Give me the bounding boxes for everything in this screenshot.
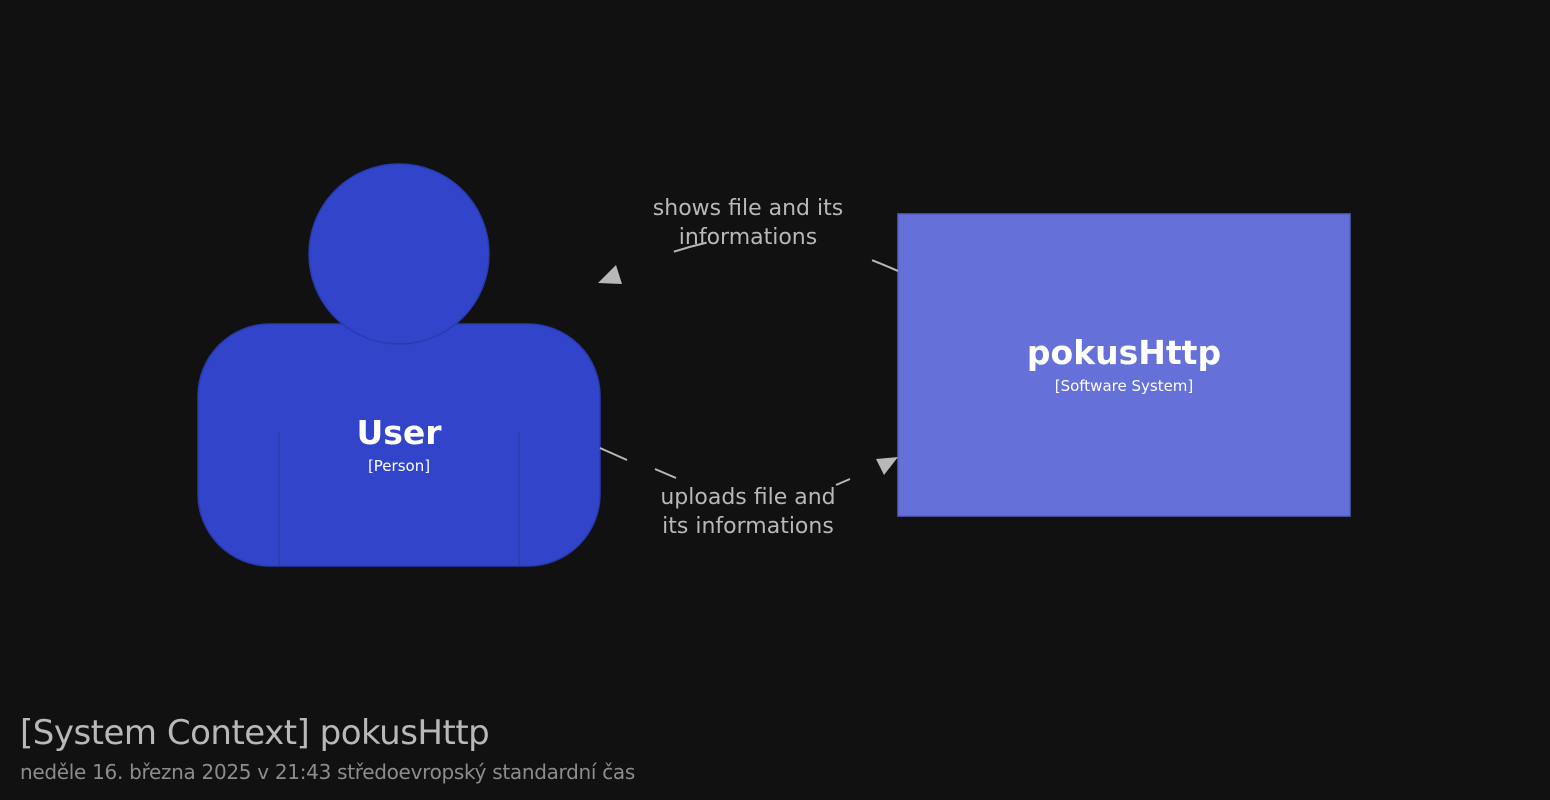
arrowhead-right-icon <box>876 457 898 475</box>
system-name: pokusHttp <box>1027 333 1221 372</box>
person-name: User <box>356 413 442 452</box>
edge-segment-1 <box>599 447 628 461</box>
edge-label-line2: its informations <box>662 514 834 539</box>
edge-segment-2 <box>654 468 677 479</box>
diagram-title: [System Context] pokusHttp <box>20 713 490 753</box>
arrowhead-left-icon <box>598 265 622 284</box>
software-system-pokushttp[interactable]: pokusHttp [Software System] <box>897 213 1351 517</box>
edge-label-line1: uploads file and <box>660 485 835 510</box>
person-type: [Person] <box>368 457 430 475</box>
person-head <box>308 163 490 345</box>
edge-segment-3 <box>835 478 851 486</box>
relationship-uploads-file[interactable]: uploads file and its informations <box>599 447 898 539</box>
edge-label-line1: shows file and its <box>653 196 843 221</box>
edge-label-line2: informations <box>679 225 817 250</box>
diagram-timestamp: neděle 16. března 2025 v 21:43 středoevr… <box>20 760 635 784</box>
person-user[interactable]: User [Person] <box>197 163 601 567</box>
system-box <box>897 213 1351 517</box>
relationship-shows-file[interactable]: shows file and its informations <box>598 196 899 284</box>
system-type: [Software System] <box>1055 377 1194 395</box>
